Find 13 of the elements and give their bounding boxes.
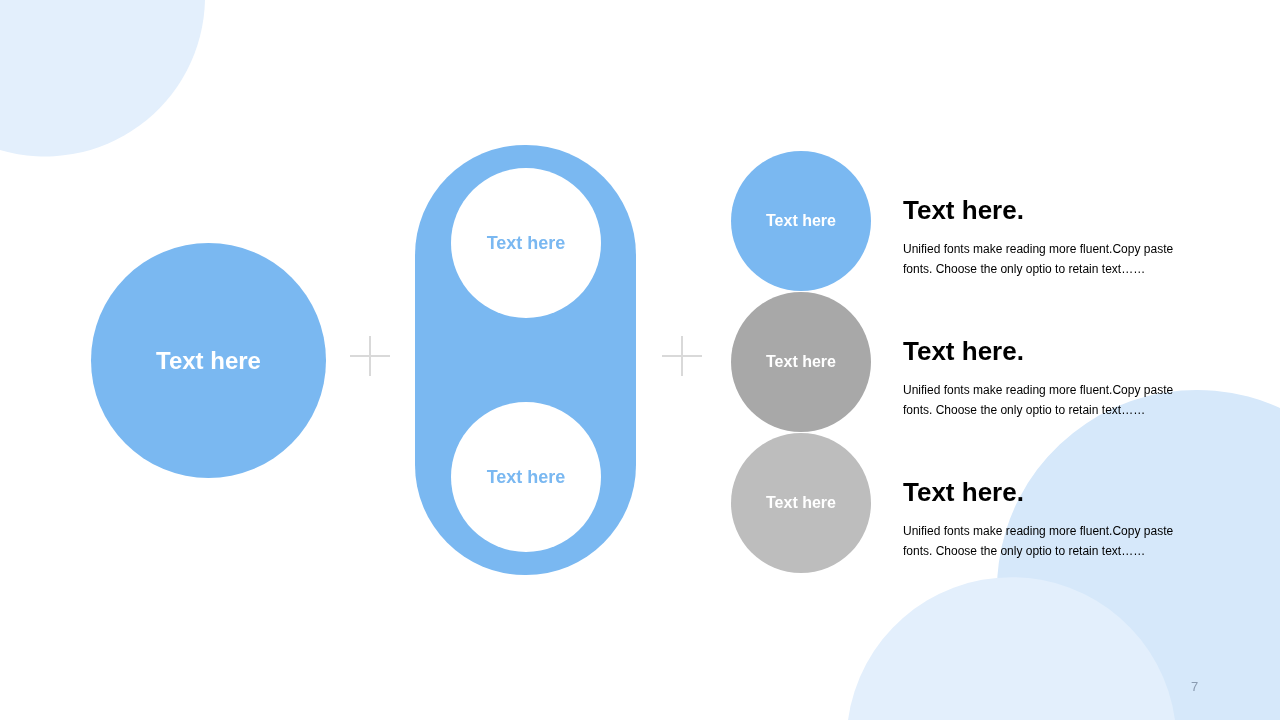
- node-label: Text here: [486, 466, 566, 488]
- heading-text: Text here.: [903, 195, 1024, 226]
- node-label: Text here: [156, 346, 261, 375]
- page-number: 7: [1191, 679, 1199, 694]
- body-text: Unified fonts make reading more fluent.Copy paste fonts. Choose the only optio to retain text……: [903, 382, 1175, 419]
- node-label: Text here: [486, 232, 566, 254]
- heading-text: Text here.: [903, 477, 1024, 508]
- body-text: Unified fonts make reading more fluent.Copy paste fonts. Choose the only optio to retain text……: [903, 241, 1175, 278]
- node-label: Text here: [766, 212, 836, 230]
- body-text: Unified fonts make reading more fluent.Copy paste fonts. Choose the only optio to retain text……: [903, 523, 1175, 560]
- node-label: Text here: [766, 353, 836, 371]
- heading-text: Text here.: [903, 336, 1024, 367]
- node-label: Text here: [766, 494, 836, 512]
